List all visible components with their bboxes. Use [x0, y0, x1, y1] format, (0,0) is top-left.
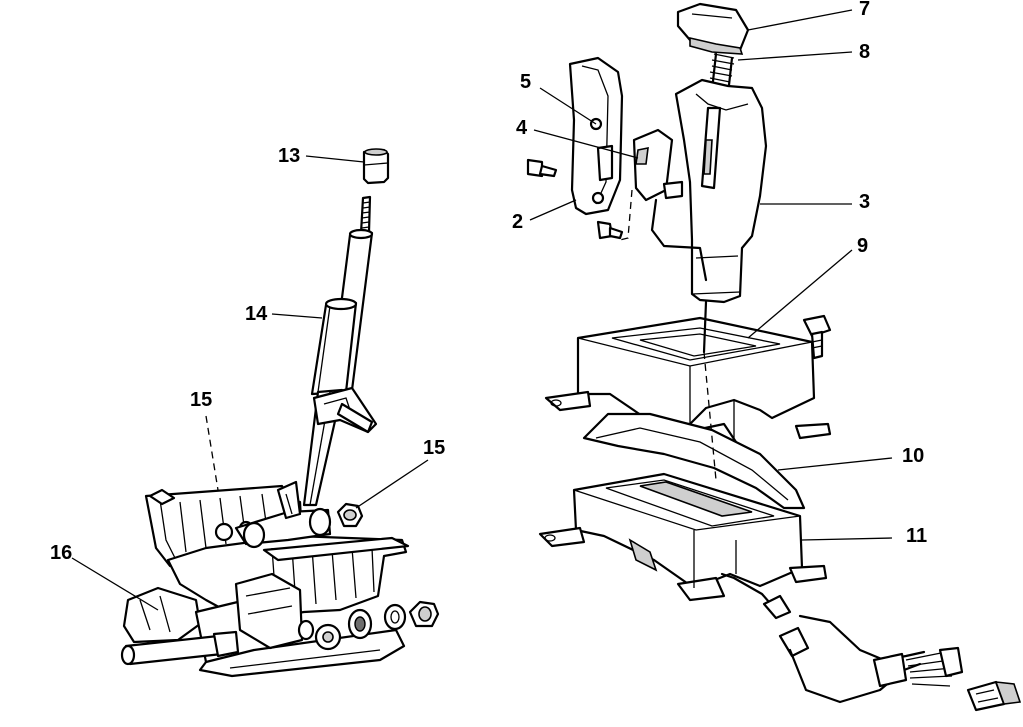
rod-bracket: [312, 386, 378, 434]
part-10-slide-cover: [582, 412, 806, 510]
callout-9: 9: [857, 235, 868, 257]
part-7-button: [676, 2, 750, 55]
threaded-rod-tip: [359, 195, 372, 235]
shift-knob-assembly: [526, 2, 1022, 712]
callout-8: 8: [859, 41, 870, 63]
callout-3: 3: [859, 191, 870, 213]
bolt-right: [802, 314, 832, 360]
part-2-side-cover: [568, 56, 624, 216]
callout-5: 5: [520, 71, 531, 93]
callout-15-right: 15: [423, 437, 445, 459]
screws-small: [526, 158, 633, 241]
callout-labels: 7 8 3 9 10 11 5 4 2 13 14 15 15 16: [50, 0, 927, 564]
callout-4: 4: [516, 117, 528, 139]
callout-16: 16: [50, 542, 72, 564]
part-14-lever-tube: [302, 228, 374, 507]
callout-15-left: 15: [190, 389, 212, 411]
part-4-switch: [632, 128, 708, 282]
wiring-harness: [702, 300, 1022, 712]
callout-11: 11: [906, 525, 927, 547]
lever-base-housing: [120, 480, 440, 678]
callout-7: 7: [859, 0, 870, 20]
callout-10: 10: [902, 445, 924, 467]
callout-2: 2: [512, 211, 523, 233]
part-13-cap: [362, 148, 390, 185]
callout-13: 13: [278, 145, 300, 167]
part-15-nut: [336, 502, 364, 528]
leader-lines: [71, 9, 893, 611]
shift-lever-assembly: [120, 148, 440, 678]
part-11-base-plate: [538, 472, 828, 602]
part-3-knob: [674, 78, 768, 304]
callout-14: 14: [245, 303, 268, 325]
